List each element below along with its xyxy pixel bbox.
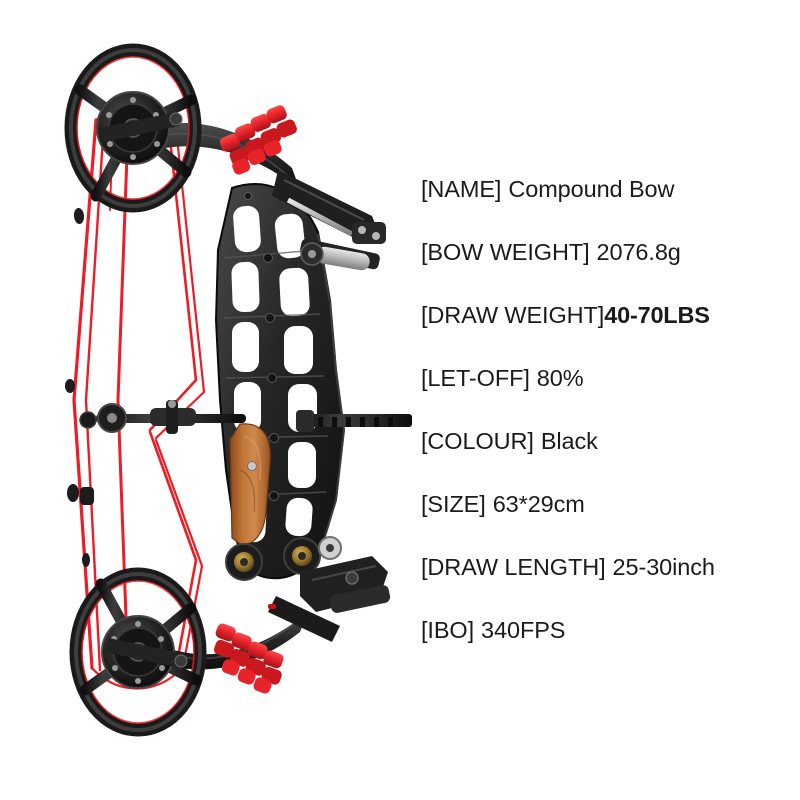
spec-row-draw-length: [DRAW LENGTH]25-30inch [421,536,791,599]
lower-limb-dampeners [213,623,284,694]
spec-value-size: 63*29cm [492,491,585,517]
compound-bow-illustration [64,43,412,737]
accessory-rail [296,410,412,432]
string-stop-nubs [65,208,94,567]
spec-value-draw-length: 25-30inch [612,554,715,580]
upper-limb-dampeners [219,105,297,175]
specification-list: [NAME]Compound Bow [BOW WEIGHT]2076.8g [… [421,158,791,662]
spec-value-bow-weight: 2076.8g [596,239,681,265]
brass-dampener-wheels [225,536,342,581]
spec-row-bow-weight: [BOW WEIGHT]2076.8g [421,221,791,284]
spec-value-ibo: 340FPS [481,617,566,643]
spec-value-colour: Black [540,428,598,454]
spec-key-bow-weight: [BOW WEIGHT] [421,239,590,265]
bowstring-cables [72,106,206,690]
spec-value-name: Compound Bow [508,176,675,202]
spec-row-name: [NAME]Compound Bow [421,158,791,221]
spec-row-let-off: [LET-OFF]80% [421,347,791,410]
spec-key-colour: [COLOUR] [421,428,534,454]
arrow-rest-assembly [272,170,386,271]
spec-key-ibo: [IBO] [421,617,475,643]
lower-limb-pocket [268,556,391,642]
spec-key-size: [SIZE] [421,491,486,517]
spec-row-ibo: [IBO]340FPS [421,599,791,662]
bottom-cam-wheel [69,567,207,737]
spec-row-size: [SIZE]63*29cm [421,473,791,536]
spec-value-draw-weight: 40-70LBS [604,302,710,328]
spec-key-draw-length: [DRAW LENGTH] [421,554,606,580]
spec-key-draw-weight: [DRAW WEIGHT] [421,302,605,328]
wooden-grip [229,423,271,545]
spec-key-name: [NAME] [421,176,502,202]
top-cam-wheel [64,43,202,213]
cable-guard-assembly [79,400,246,434]
spec-row-colour: [COLOUR]Black [421,410,791,473]
spec-row-draw-weight: [DRAW WEIGHT]40-70LBS [421,284,791,347]
spec-value-let-off: 80% [536,365,584,391]
spec-key-let-off: [LET-OFF] [421,365,530,391]
compound-bow-image [64,43,412,737]
